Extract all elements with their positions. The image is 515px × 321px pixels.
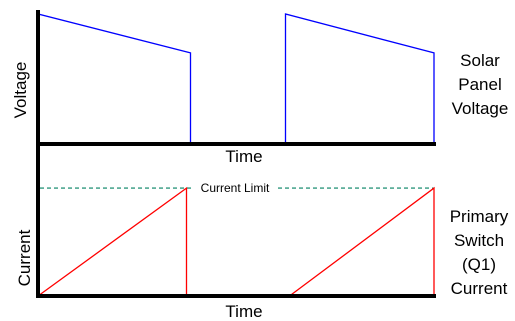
current-limit-label-bg	[193, 181, 275, 196]
voltage-series-line-0	[37, 13, 435, 145]
voltage-x-label: Time	[225, 147, 262, 166]
current-series-line-0	[37, 186, 435, 297]
current-side-label-1: Primary	[450, 207, 509, 226]
current-limit-label: Current Limit	[201, 181, 270, 195]
voltage-side-label-1: Solar	[460, 51, 500, 70]
current-side-label-2: Switch	[454, 231, 504, 250]
current-series-group	[37, 186, 435, 297]
voltage-side-label-2: Panel	[458, 75, 501, 94]
voltage-series-group	[37, 13, 435, 145]
current-side-label-3: (Q1)	[462, 255, 496, 274]
voltage-panel: Time Voltage Solar Panel Voltage	[11, 10, 508, 166]
current-side-label-4: Current	[451, 279, 508, 298]
voltage-y-label: Voltage	[11, 62, 30, 119]
current-y-label: Current	[15, 229, 34, 286]
current-panel: Current Limit Time Current Primary Switc…	[15, 144, 509, 321]
current-x-label: Time	[225, 302, 262, 321]
voltage-side-label-3: Voltage	[452, 99, 509, 118]
